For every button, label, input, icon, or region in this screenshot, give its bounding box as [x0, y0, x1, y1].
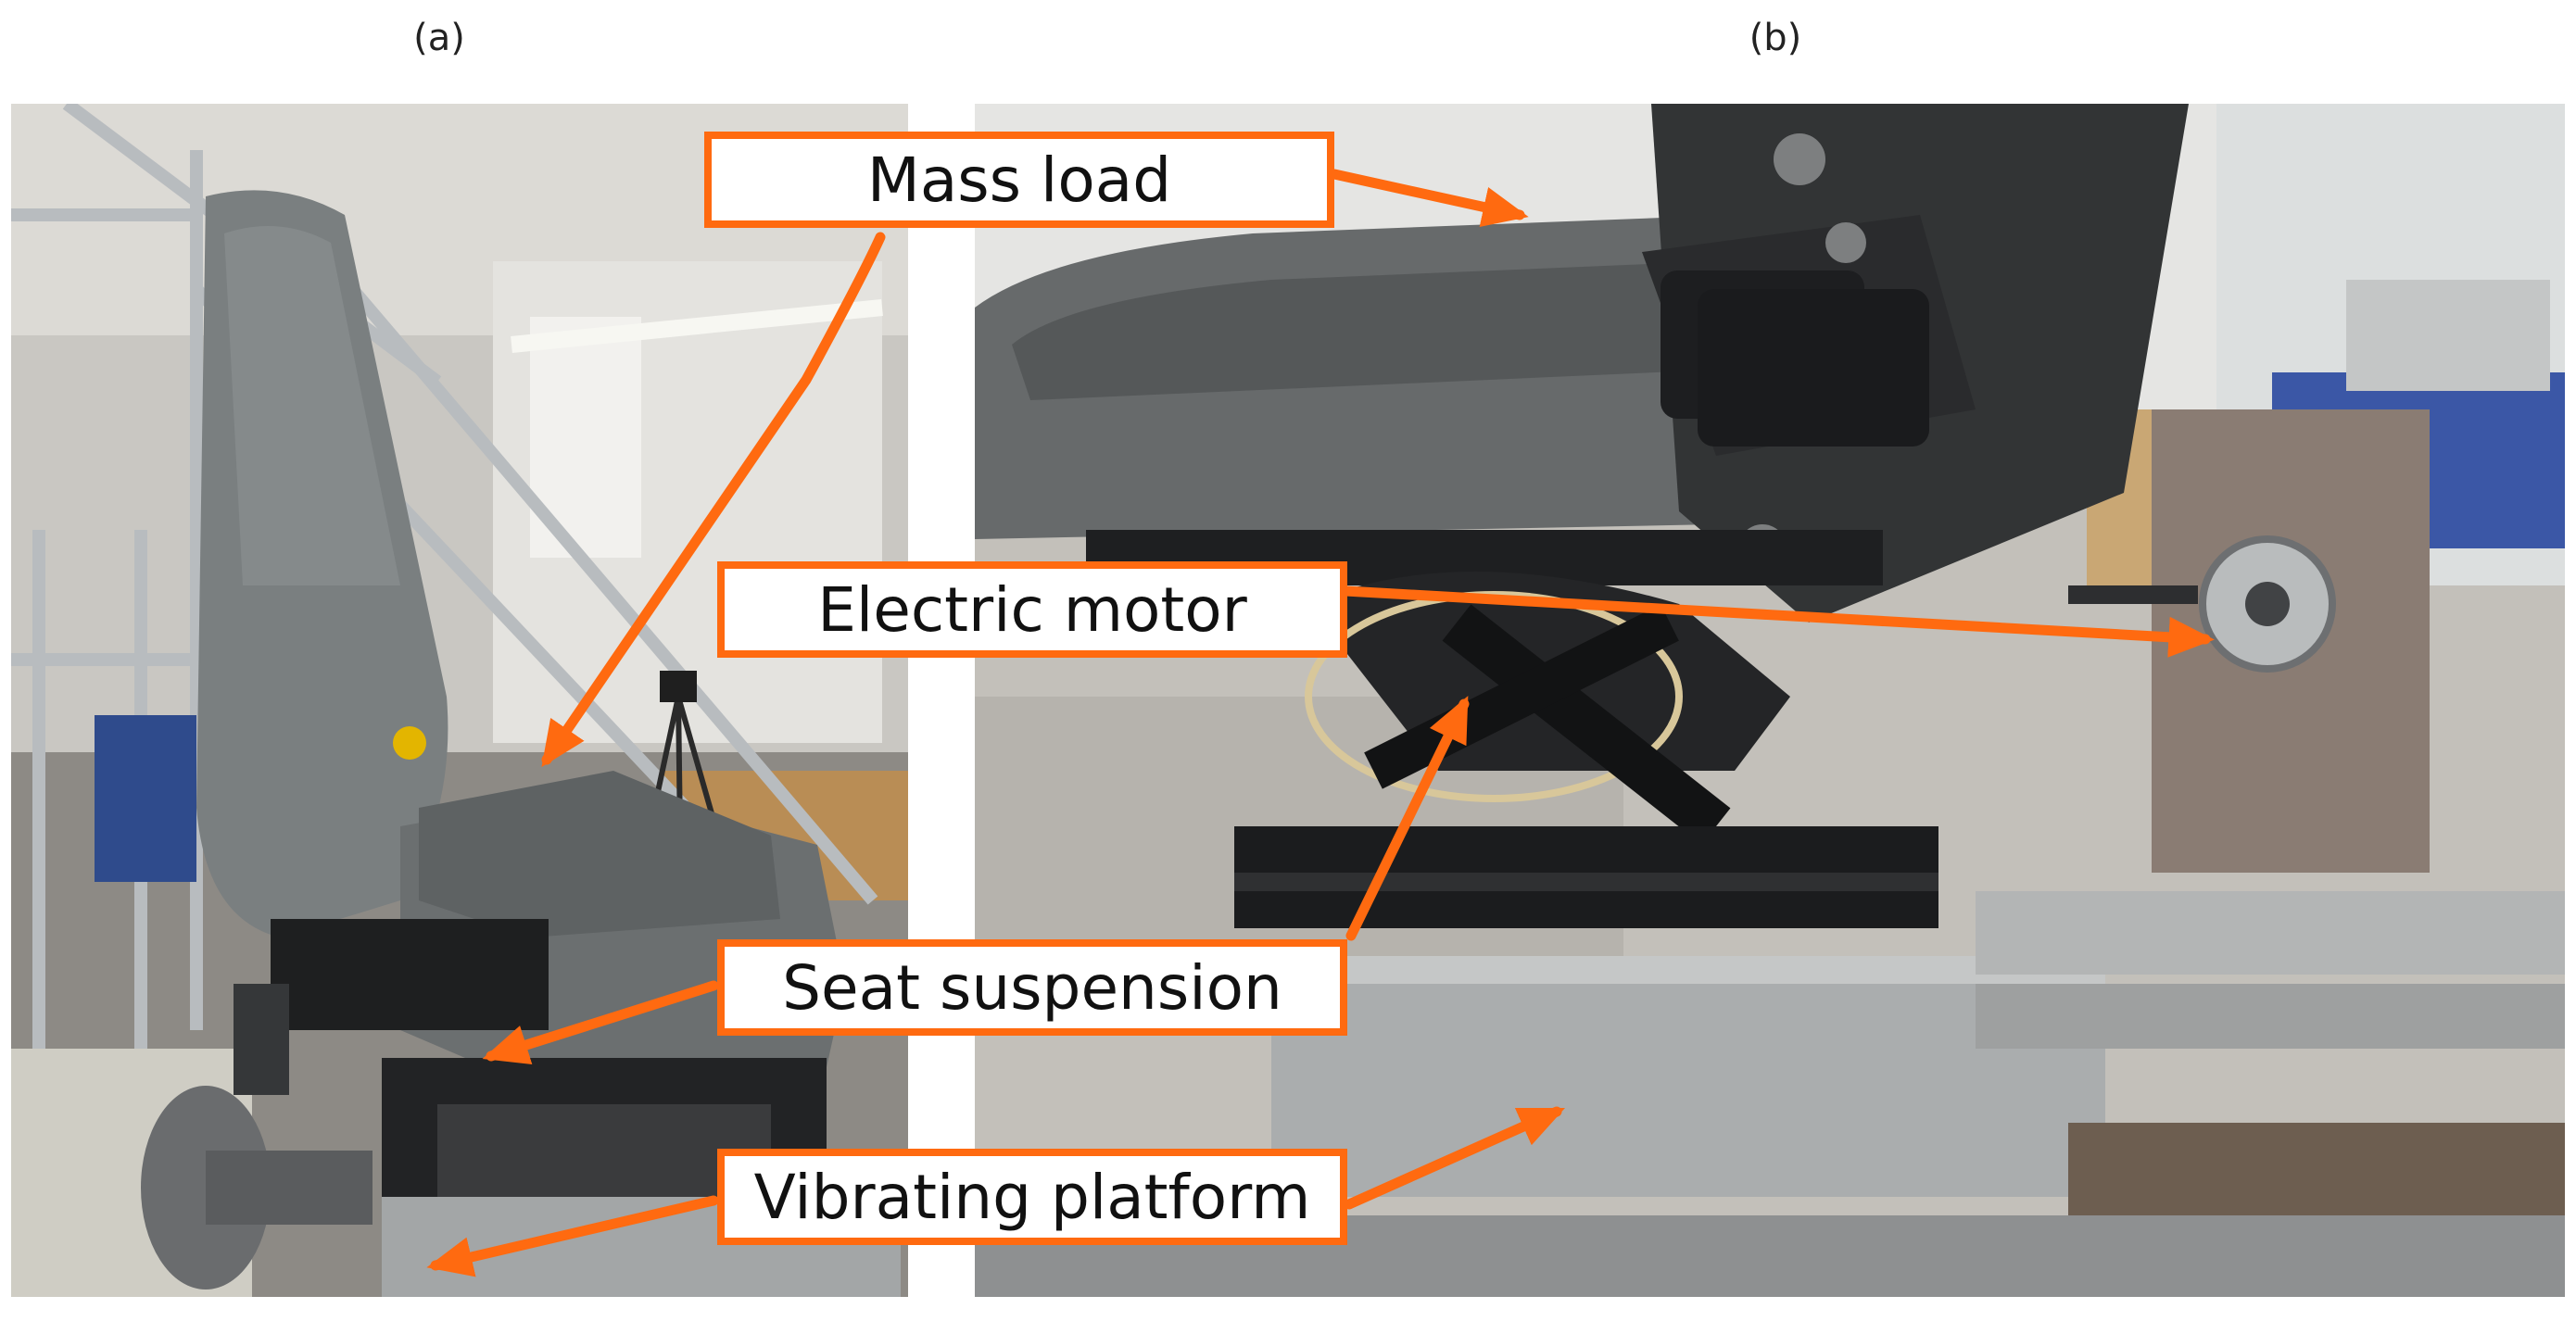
panel-label-a: (a) — [413, 17, 465, 59]
arrow-mass-load-a — [541, 232, 886, 768]
callout-mass-load: Mass load — [704, 132, 1334, 228]
photo-b — [975, 104, 2565, 1297]
arrow-electric-motor — [1340, 585, 2215, 658]
callout-vibrating-platform: Vibrating platform — [717, 1149, 1347, 1245]
callout-seat-suspension: Seat suspension — [717, 939, 1347, 1036]
arrow-vibrating-platform-b — [1344, 1106, 1566, 1210]
arrow-vibrating-platform-a — [426, 1195, 719, 1277]
callout-electric-motor: Electric motor — [717, 561, 1347, 658]
arrow-mass-load-b — [1329, 169, 1529, 227]
panel-label-b: (b) — [1749, 17, 1802, 59]
arrow-seat-suspension-a — [482, 980, 719, 1065]
arrow-seat-suspension-b — [1345, 696, 1470, 941]
